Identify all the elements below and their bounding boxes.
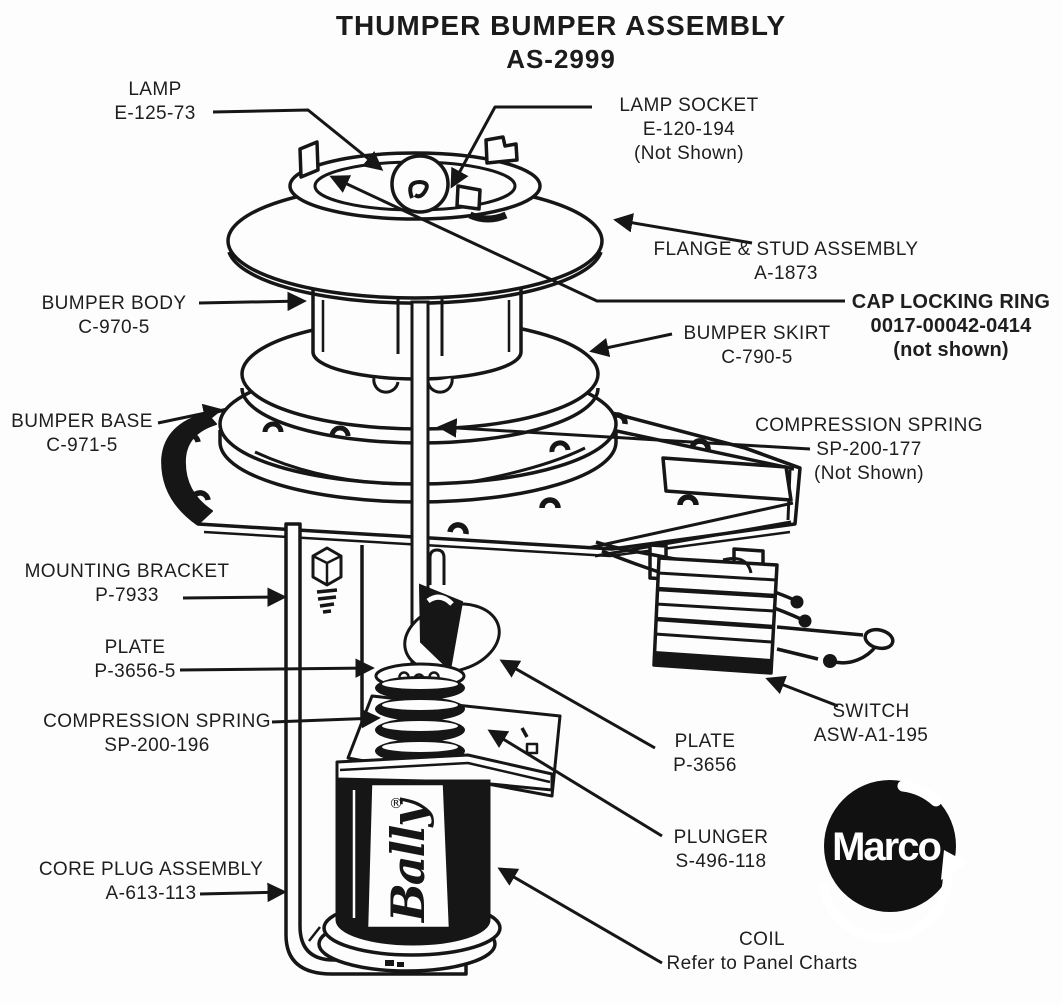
- label-core-plug-assembly: CORE PLUG ASSEMBLY A-613-113: [39, 858, 263, 906]
- marco-logo-disc: [824, 780, 956, 912]
- mounting-bolt-drawing: [311, 546, 343, 614]
- label-plate-lower: PLATE P-3656: [673, 730, 737, 778]
- label-flange-stud-assembly: FLANGE & STUD ASSEMBLY A-1873: [653, 238, 918, 286]
- wire-lug: [798, 614, 812, 628]
- part-number: C-971-5: [46, 435, 118, 456]
- label-mounting-bracket: MOUNTING BRACKET P-7933: [25, 560, 230, 608]
- leader-plate-upper: [179, 658, 375, 678]
- label-bumper-skirt: BUMPER SKIRT C-790-5: [684, 322, 831, 370]
- part-number: SP-200-196: [104, 735, 210, 756]
- part-note: (not shown): [893, 339, 1009, 361]
- label-lamp-socket: LAMP SOCKET E-120-194 (Not Shown): [619, 94, 758, 166]
- cap-tab: [484, 135, 519, 165]
- base-holes: [262, 421, 571, 453]
- leader-lamp: [212, 108, 384, 171]
- coil-top-plate-drawing: [335, 753, 554, 792]
- diagram-title: THUMPER BUMPER ASSEMBLY: [335, 10, 787, 41]
- part-number: C-790-5: [721, 347, 793, 368]
- part-number: A-613-113: [105, 883, 197, 904]
- leader-lines: [157, 105, 845, 965]
- label-lamp: LAMP E-125-73: [114, 78, 195, 126]
- leader-bumper-base: [157, 403, 223, 425]
- label-plunger: PLUNGER S-496-118: [674, 826, 769, 874]
- part-name: PLUNGER: [673, 827, 769, 848]
- leader-mounting-bracket: [182, 587, 287, 607]
- part-name: CORE PLUG ASSEMBLY: [38, 859, 264, 880]
- marco-logo-arrowhead: [941, 850, 968, 880]
- label-switch: SWITCH ASW-A1-195: [814, 700, 929, 748]
- leader-lamp-socket: [450, 105, 592, 189]
- switch-leaf-stack: [654, 571, 777, 644]
- skirt-notches: [372, 377, 454, 394]
- part-name: BUMPER BASE: [11, 411, 153, 432]
- label-bumper-body: BUMPER BODY C-970-5: [42, 292, 187, 340]
- leader-switch: [765, 675, 839, 708]
- coil-brand-text: Bally: [381, 797, 435, 924]
- wire-lug: [823, 654, 837, 668]
- part-name: SWITCH: [832, 701, 910, 722]
- part-note: (Not Shown): [633, 143, 744, 164]
- part-name: COIL: [739, 929, 785, 950]
- leader-plunger: [487, 729, 663, 838]
- part-name: BUMPER BODY: [41, 293, 187, 314]
- label-coil: COIL Refer to Panel Charts: [666, 928, 857, 976]
- cap-tab: [455, 184, 482, 211]
- marco-logo-text: Marco: [832, 825, 940, 869]
- part-number: 0017-00042-0414: [870, 315, 1032, 337]
- part-name: CAP LOCKING RING: [851, 291, 1051, 313]
- part-name: COMPRESSION SPRING: [43, 711, 271, 732]
- diagram-subtitle-part-number: AS-2999: [506, 44, 616, 74]
- coil-drawing: Bally ®: [335, 779, 491, 946]
- leader-coil: [497, 867, 663, 965]
- part-number: A-1873: [754, 263, 818, 284]
- part-name: FLANGE & STUD ASSEMBLY: [653, 239, 919, 260]
- part-number: P-3656-5: [94, 661, 176, 682]
- part-name: MOUNTING BRACKET: [24, 561, 230, 582]
- part-number: S-496-118: [675, 851, 767, 872]
- leader-bumper-body: [198, 291, 307, 312]
- label-bumper-base: BUMPER BASE C-971-5: [11, 410, 153, 458]
- part-name: PLATE: [104, 637, 166, 658]
- label-compression-spring-lower: COMPRESSION SPRING SP-200-196: [43, 710, 271, 758]
- leader-bumper-skirt: [589, 332, 673, 358]
- lamp-drawing: [390, 154, 450, 214]
- coil-brand-reg-mark: ®: [389, 796, 403, 812]
- part-number: Refer to Panel Charts: [666, 953, 858, 974]
- leader-flange-stud: [613, 213, 753, 245]
- part-name: LAMP: [128, 79, 182, 100]
- switch-drawing: [595, 540, 895, 675]
- part-number: P-3656: [673, 755, 737, 776]
- part-number: E-125-73: [114, 103, 196, 124]
- leader-compression-spring-upper: [437, 418, 811, 451]
- leader-compression-spring-lower: [271, 708, 381, 729]
- part-number: P-7933: [95, 585, 159, 606]
- coil-label-strip: [365, 782, 452, 930]
- part-number: SP-200-177: [816, 439, 922, 460]
- wire-terminal-eyelet: [863, 627, 895, 651]
- label-cap-locking-ring: CAP LOCKING RING 0017-00042-0414 (not sh…: [852, 290, 1050, 362]
- cap-tab: [298, 140, 320, 179]
- part-name: LAMP SOCKET: [619, 95, 759, 116]
- part-name: BUMPER SKIRT: [683, 323, 831, 344]
- part-name: COMPRESSION SPRING: [755, 415, 983, 436]
- label-compression-spring-upper: COMPRESSION SPRING SP-200-177 (Not Shown…: [755, 414, 983, 486]
- part-number: ASW-A1-195: [813, 725, 929, 746]
- marco-logo: Marco: [818, 780, 968, 943]
- leader-core-plug: [199, 882, 287, 903]
- leader-plate-lower: [499, 659, 656, 750]
- part-name: PLATE: [674, 731, 736, 752]
- wire-lug: [790, 595, 804, 609]
- label-plate-upper: PLATE P-3656-5: [94, 636, 175, 684]
- part-number: E-120-194: [642, 119, 736, 140]
- leader-cap-locking-ring: [329, 175, 845, 303]
- part-note: (Not Shown): [814, 463, 924, 484]
- part-number: C-970-5: [78, 317, 150, 338]
